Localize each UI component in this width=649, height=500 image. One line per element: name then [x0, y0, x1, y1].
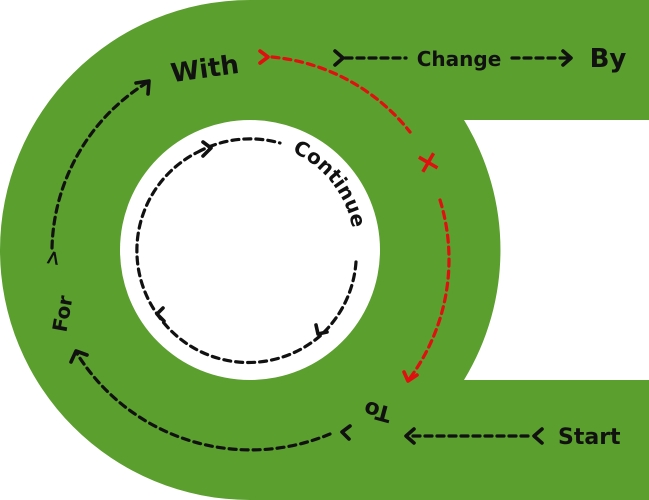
arrowhead-continue-right-icon: [314, 323, 329, 336]
label-start: Start: [558, 425, 621, 450]
arrowhead-continue-top-icon: [201, 140, 213, 158]
arrowhead-for-incoming-icon: [69, 349, 89, 364]
track-hole: [120, 120, 380, 380]
path-to-to-for: [74, 350, 332, 452]
arrowhead-with-incoming-icon: [134, 79, 151, 96]
arrowhead-after-to-icon: [340, 424, 352, 441]
path-skip-red-top: [270, 55, 412, 134]
arrowhead-change-left-icon: [333, 49, 345, 67]
path-for-to-with: [50, 80, 150, 250]
arrowhead-red-top-icon: [258, 49, 270, 65]
label-change: Change: [417, 47, 502, 71]
label-by: By: [590, 44, 627, 74]
arrowhead-continue-left-icon: [155, 306, 166, 323]
arrowhead-to-incoming-icon: [404, 427, 416, 445]
path-skip-red-side: [408, 198, 451, 380]
arrowhead-red-bottom-icon: [402, 370, 419, 383]
label-for-arrow-icon: >: [39, 247, 66, 268]
arrowhead-by-icon: [561, 49, 573, 67]
path-continue-loop: [135, 137, 358, 365]
arrowhead-start-line-icon: [532, 427, 544, 445]
